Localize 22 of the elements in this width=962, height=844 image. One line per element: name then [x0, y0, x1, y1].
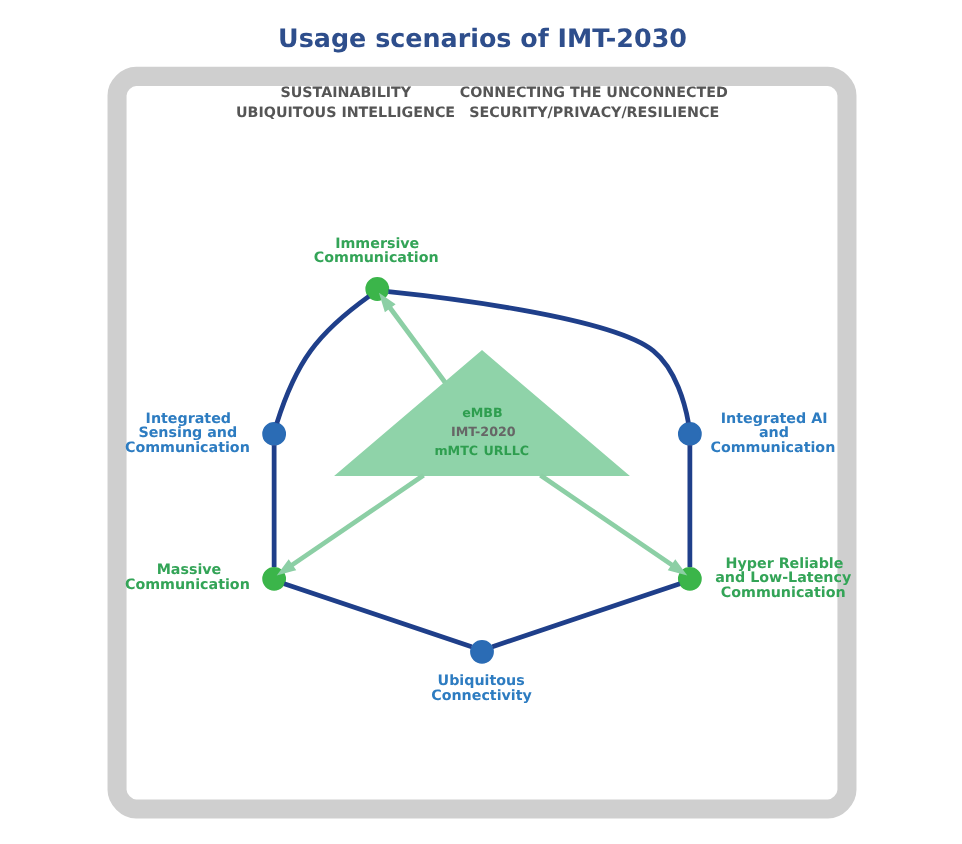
- node-circle: [469, 639, 493, 664]
- node-label: Massive Communication: [123, 560, 249, 593]
- node-label: Hyper Reliable and Low-Latency Communication: [714, 554, 851, 601]
- arrow: [275, 473, 424, 576]
- node-circle: [261, 566, 286, 591]
- connector: [490, 581, 680, 649]
- node-label: Integrated AI and Communication: [709, 409, 835, 456]
- node-circle: [261, 422, 286, 446]
- node-label: Ubiquitous Connectivity: [430, 671, 531, 704]
- node-circle: [676, 566, 701, 591]
- connector: [273, 294, 370, 424]
- arrow: [377, 292, 446, 384]
- connector: [282, 581, 472, 649]
- connector: [270, 445, 276, 568]
- connector: [387, 289, 690, 423]
- diagram-title: Usage scenarios of IMT-2030: [277, 23, 687, 54]
- connector: [686, 445, 692, 568]
- node-circle: [364, 277, 389, 301]
- node-circle: [676, 422, 701, 446]
- arrow: [538, 473, 687, 576]
- node-label: Integrated Sensing and Communication: [123, 409, 249, 456]
- node-label: Immersive Communication: [312, 234, 438, 267]
